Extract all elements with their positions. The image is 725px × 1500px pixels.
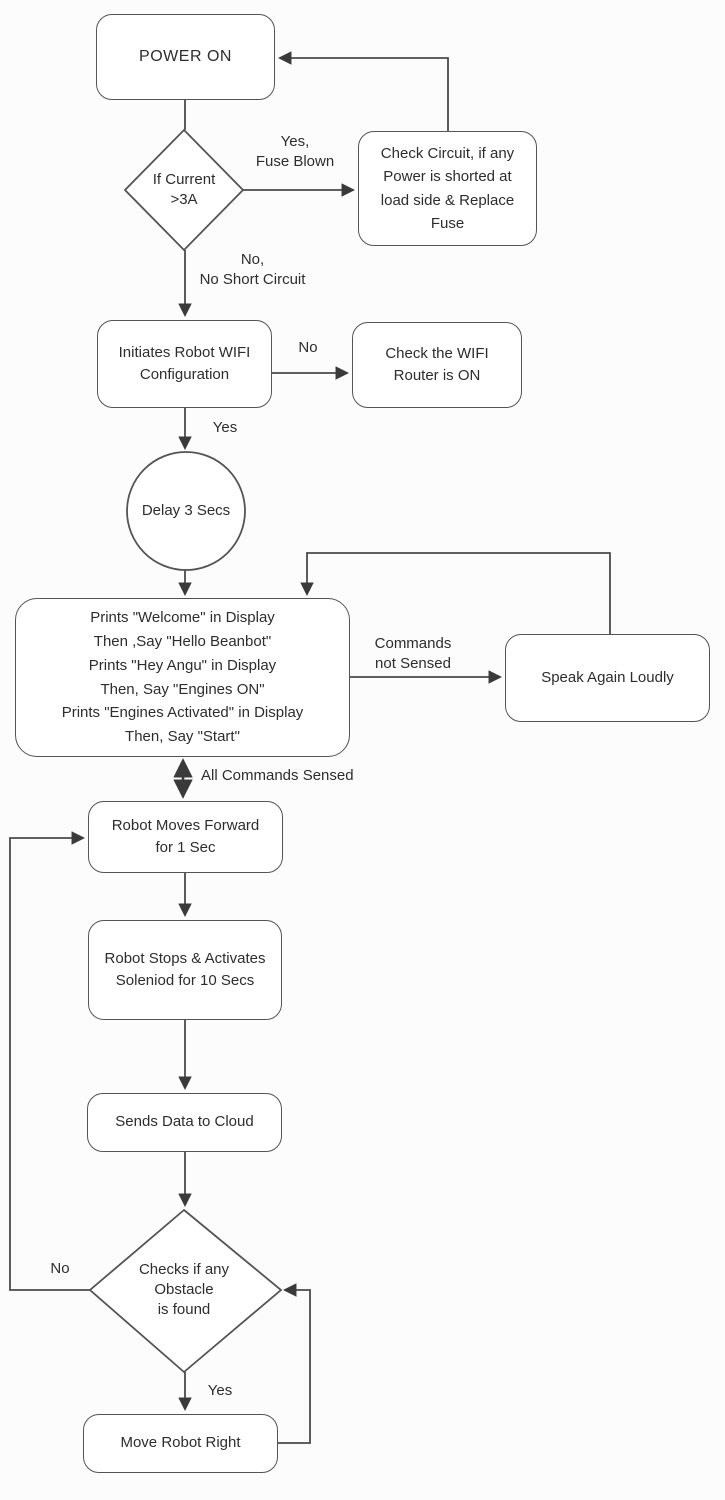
edge-moveright-to-obstaclecheck xyxy=(278,1283,311,1444)
current-check-diamond xyxy=(123,128,245,252)
node-power-on: POWER ON xyxy=(96,14,275,100)
obstacle-check-label: Checks if any Obstacle is found xyxy=(138,1260,230,1319)
node-check-circuit: Check Circuit, if any Power is shorted a… xyxy=(358,131,537,246)
node-robot-stops: Robot Stops & Activates Soleniod for 10 … xyxy=(88,920,282,1020)
edge-obstacleno-to-moveforward xyxy=(9,831,90,1291)
edge-label-obstacle-yes: Yes xyxy=(207,1382,233,1399)
node-wifi-config: Initiates Robot WIFI Configuration xyxy=(97,320,272,408)
node-check-router: Check the WIFI Router is ON xyxy=(352,322,522,408)
node-move-right: Move Robot Right xyxy=(83,1414,278,1473)
node-move-forward: Robot Moves Forward for 1 Sec xyxy=(88,801,283,873)
obstacle-check-diamond xyxy=(88,1208,283,1374)
node-welcome-sequence: Prints "Welcome" in Display Then ,Say "H… xyxy=(15,598,350,757)
edge-label-fuse-blown: Yes, Fuse Blown xyxy=(255,133,335,171)
node-send-cloud: Sends Data to Cloud xyxy=(87,1093,282,1152)
edge-label-obstacle-no: No xyxy=(50,1260,70,1277)
edge-label-all-commands-sensed: All Commands Sensed xyxy=(201,767,354,784)
delay-circle xyxy=(126,451,246,571)
edge-checkcircuit-to-poweron xyxy=(277,51,449,131)
edge-label-no-short-circuit: No, No Short Circuit xyxy=(199,251,306,289)
node-speak-again: Speak Again Loudly xyxy=(505,634,710,722)
edge-label-router-no: No xyxy=(298,339,318,356)
delay-label: Delay 3 Secs xyxy=(141,501,231,519)
edge-label-wifi-yes: Yes xyxy=(212,419,238,436)
current-check-label: If Current >3A xyxy=(152,170,216,208)
edge-speakagain-to-sequence xyxy=(300,552,611,634)
edge-label-commands-not-sensed: Commands not Sensed xyxy=(374,635,452,673)
